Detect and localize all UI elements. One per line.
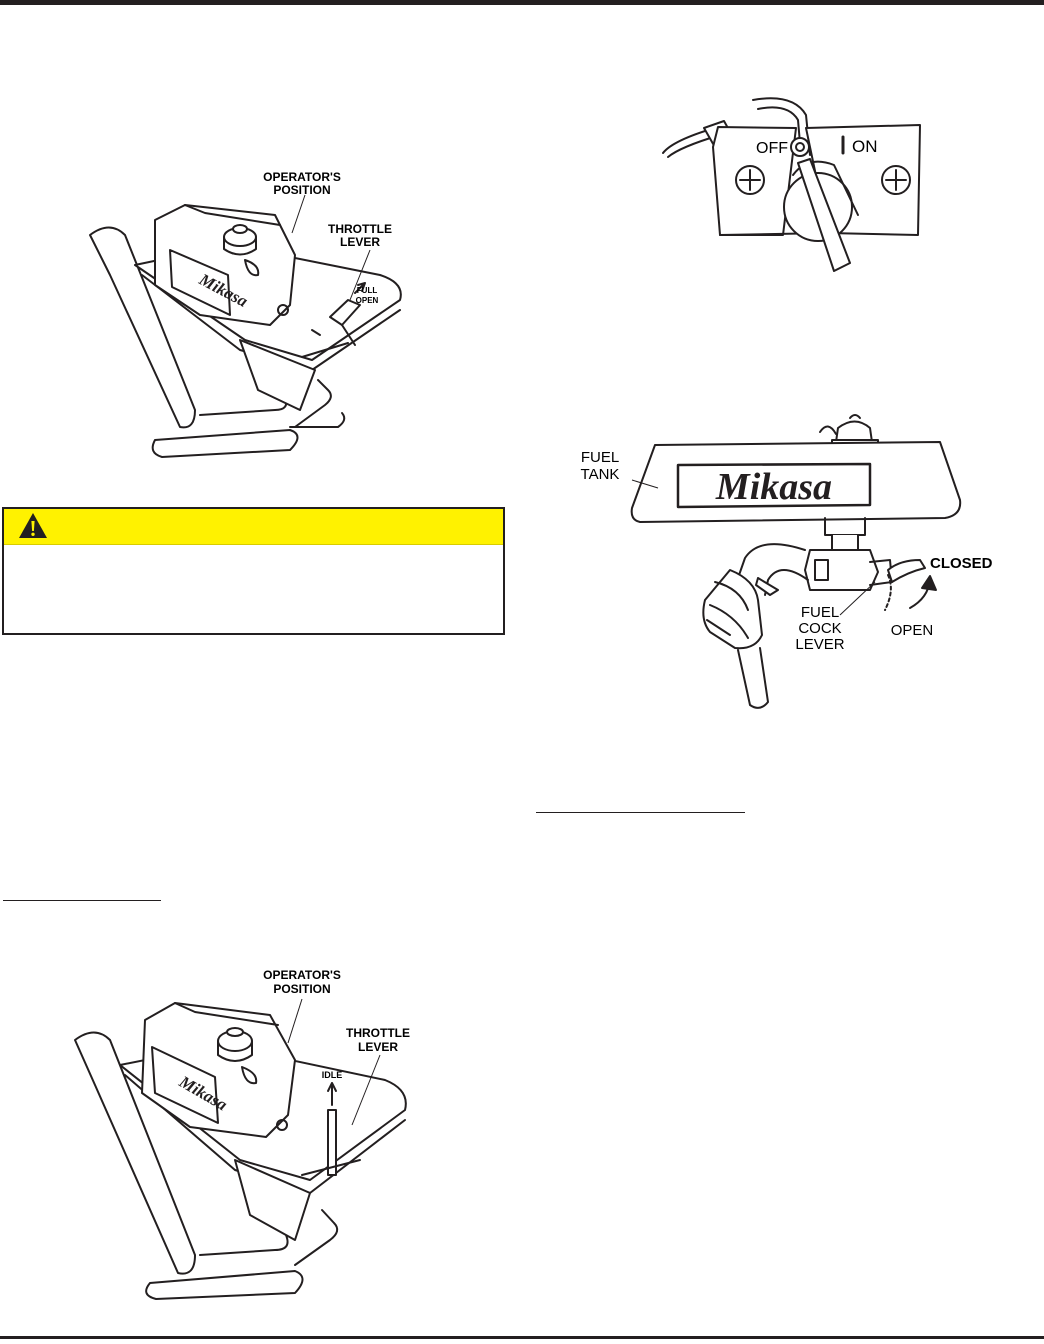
full-open-label-line2: OPEN (356, 296, 379, 305)
fuel-tank-brand-logo: Mikasa (715, 466, 832, 508)
operator-position-label-line2: POSITION (273, 982, 330, 996)
throttle-lever-label-line1: THROTTLE (346, 1026, 410, 1040)
figure-engine-switch: OFF ON (658, 95, 923, 290)
engine-switch-illustration: OFF ON (662, 97, 921, 272)
throttle-lever-label-line2: LEVER (358, 1040, 398, 1054)
bottom-rule (0, 1336, 1044, 1339)
fuel-tank-illustration: Mikasa FUEL TANK FUEL COCK LEVER CLOSED … (581, 414, 993, 709)
operator-position-label-line2: POSITION (273, 183, 330, 197)
warning-header-band (4, 509, 503, 545)
figure-throttle-full-open: Mikasa OPERATOR'S POSITION THROTTLE LEVE… (80, 165, 420, 465)
switch-on-label: ON (852, 137, 878, 156)
throttle-full-open-illustration: Mikasa OPERATOR'S POSITION THROTTLE LEVE… (89, 170, 402, 458)
throttle-lever-label-line1: THROTTLE (328, 222, 392, 236)
fuel-cock-lever-label-line1: FUEL (801, 604, 839, 621)
idle-label: IDLE (322, 1070, 343, 1080)
warning-box (2, 507, 505, 635)
fuel-cock-lever-label-line2: COCK (798, 620, 841, 637)
closed-label: CLOSED (930, 555, 993, 572)
throttle-lever-label-line2: LEVER (340, 235, 380, 249)
fuel-tank-label-line2: TANK (581, 466, 620, 483)
warning-triangle-icon (18, 512, 48, 544)
figure-throttle-idle: Mikasa OPERATOR'S POSITION THROTTLE LEVE… (70, 965, 415, 1300)
switch-off-label: OFF (756, 140, 788, 157)
section-heading-underline-left (3, 900, 161, 901)
figure-fuel-tank: Mikasa FUEL TANK FUEL COCK LEVER CLOSED … (570, 410, 1000, 715)
full-open-label-line1: FULL (357, 286, 378, 295)
throttle-idle-illustration: Mikasa OPERATOR'S POSITION THROTTLE LEVE… (74, 968, 410, 1300)
fuel-cock-lever-label-line3: LEVER (795, 636, 844, 653)
fuel-tank-label-line1: FUEL (581, 449, 619, 466)
top-rule (0, 0, 1044, 5)
operator-position-label-line1: OPERATOR'S (263, 968, 341, 982)
open-label: OPEN (891, 622, 934, 639)
operator-position-label-line1: OPERATOR'S (263, 170, 341, 184)
section-heading-underline-right (536, 812, 745, 813)
